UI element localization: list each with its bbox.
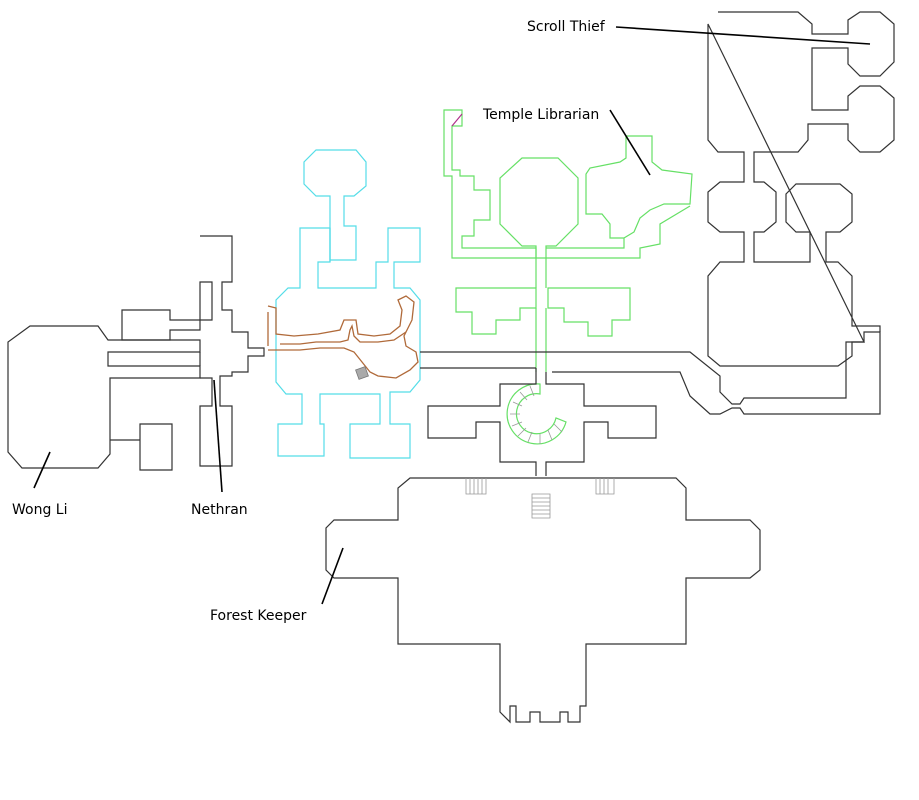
green-temple-wing (443, 109, 693, 445)
label-nethran: Nethran (191, 379, 248, 518)
temple-librarian-leader (609, 109, 651, 176)
winding-path (267, 295, 419, 380)
cyan-wing (275, 149, 421, 459)
wong-li-hall (7, 309, 201, 471)
hall-steps-center (531, 493, 551, 519)
forest-keeper-hall (325, 477, 761, 724)
spiral-stair-steps (510, 385, 563, 444)
nethran-leader (213, 379, 223, 493)
temple-librarian-label: Temple Librarian (482, 107, 599, 123)
label-scroll-thief: Scroll Thief (527, 19, 871, 45)
label-temple-librarian: Temple Librarian (482, 107, 651, 176)
forest-keeper-leader (321, 547, 344, 605)
wong-li-label: Wong Li (12, 502, 68, 518)
forest-keeper-label: Forest Keeper (210, 608, 307, 624)
wong-li-leader (33, 451, 51, 489)
hall-steps-east (595, 478, 615, 495)
label-forest-keeper: Forest Keeper (210, 547, 344, 624)
scroll-thief-complex (707, 11, 895, 367)
stone-marker (355, 366, 369, 380)
nethran-label: Nethran (191, 502, 248, 518)
label-wong-li: Wong Li (12, 451, 68, 518)
scroll-thief-label: Scroll Thief (527, 19, 606, 35)
east-corridor (420, 331, 881, 415)
scroll-thief-leader (615, 26, 871, 45)
south-junction (427, 368, 657, 476)
hall-steps-west (465, 478, 487, 495)
magenta-marker (451, 113, 463, 127)
nethran-chamber (199, 235, 265, 467)
